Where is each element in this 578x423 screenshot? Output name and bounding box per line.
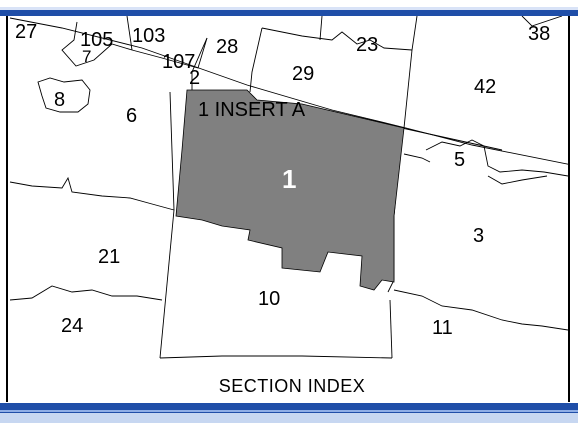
parcel-28-boundary: [249, 27, 263, 93]
parcel-29-top-boundary: [261, 27, 413, 51]
parcel-10-11-boundary: [389, 299, 393, 359]
parcel-38-boundary: [521, 16, 563, 27]
parcel-5-inner: [403, 153, 431, 163]
section-label-27: 27: [15, 21, 37, 43]
parcel-8-boundary: [37, 77, 91, 113]
section-label-6: 6: [126, 105, 137, 127]
parcel-5-boundary: [425, 139, 568, 177]
section-label-42: 42: [474, 76, 496, 98]
section-label-28: 28: [216, 36, 238, 58]
parcel-23-west: [319, 16, 323, 41]
map-svg: 27 105 103 7 107 28 23 38 2 29 42 8 6 1 …: [9, 16, 568, 396]
bottom-bar-highlight: [0, 410, 578, 412]
section-index-caption: SECTION INDEX: [219, 376, 366, 396]
south-road-line: [159, 355, 393, 359]
parcel-23-east: [403, 16, 418, 129]
section-label-3: 3: [473, 225, 484, 247]
section-label-105: 105: [80, 29, 113, 51]
parcel-103-boundary: [126, 16, 133, 51]
section-label-38: 38: [528, 23, 550, 45]
highlighted-section-polygon: [175, 89, 405, 291]
section-label-103: 103: [132, 25, 165, 47]
section-label-8: 8: [54, 89, 65, 111]
parcel-21-24-boundary: [9, 285, 163, 301]
section-label-11: 11: [432, 317, 453, 339]
section-boundaries: [9, 16, 568, 359]
parcel-5-lower-boundary: [487, 175, 548, 185]
section-index-map: 27 105 103 7 107 28 23 38 2 29 42 8 6 1 …: [6, 16, 570, 402]
section-label-7: 7: [82, 47, 91, 66]
section-label-5: 5: [454, 149, 465, 171]
parcel-105-boundary: [61, 21, 208, 69]
parcel-6-21-boundary: [9, 176, 175, 211]
section-label-23: 23: [356, 34, 378, 56]
section-label-10: 10: [258, 288, 280, 310]
section-label-2: 2: [189, 67, 200, 89]
west-column-boundary: [159, 91, 175, 359]
insert-a-label: 1 INSERT A: [198, 99, 306, 121]
section-label-29: 29: [292, 63, 314, 85]
parcel-107-boundary: [191, 37, 208, 92]
top-bar-highlight: [0, 7, 578, 10]
parcel-3-11-boundary: [393, 289, 568, 331]
top-bar: [0, 10, 578, 16]
section-label-21: 21: [98, 246, 120, 268]
bottom-bar: [0, 403, 578, 413]
bottom-band: [0, 413, 578, 423]
parcel-42-south: [401, 127, 503, 151]
section-label-1: 1: [282, 164, 296, 194]
section-label-107: 107: [162, 51, 195, 73]
section-label-24: 24: [61, 315, 83, 337]
